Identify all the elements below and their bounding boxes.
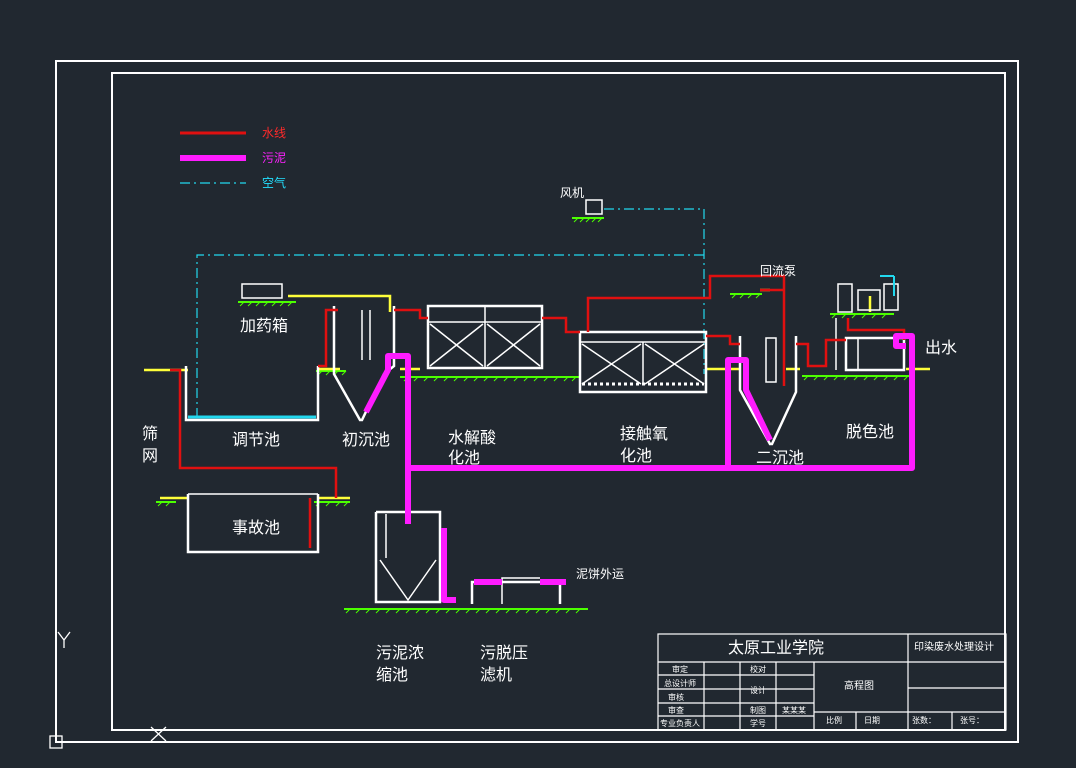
tb-sheet-no: 张号： <box>960 716 984 725</box>
tb-row-approve: 审定 <box>672 665 688 674</box>
equalization-tank-label: 调节池 <box>232 430 281 449</box>
blower-shape <box>585 199 603 215</box>
tb-row-lead: 专业负责人 <box>660 719 700 728</box>
tb-row-student-id: 学号 <box>750 719 766 728</box>
dosing-box-shape <box>241 283 283 299</box>
decolor-dosing-shape <box>837 283 853 313</box>
accident-tank-shape <box>186 494 320 554</box>
thickener-shape <box>374 510 442 604</box>
tb-row-proofread: 校对 <box>750 665 766 674</box>
ucs-icon <box>49 628 167 749</box>
primary-clarifier-label: 初沉池 <box>342 430 391 449</box>
water-pipeline <box>170 274 906 548</box>
school-name: 太原工业学院 <box>728 638 825 657</box>
secondary-clarifier-shape <box>738 336 798 446</box>
sludge-pipeline <box>363 333 915 603</box>
legend-sludge-label: 污泥 <box>262 151 287 165</box>
tb-row-review: 审核 <box>668 693 684 702</box>
sludge-cake-label: 泥饼外运 <box>576 567 625 581</box>
reflux-pump-label: 回流泵 <box>760 264 797 278</box>
tb-row-inspect: 审查 <box>668 706 684 715</box>
dosing-box-label: 加药箱 <box>240 316 289 335</box>
drawing-title: 高程图 <box>844 681 874 692</box>
equalization-tank-shape <box>184 366 320 422</box>
hydrolysis-label-1: 水解酸 <box>448 428 497 447</box>
tb-date: 日期 <box>864 716 880 725</box>
effluent-label: 出水 <box>925 338 958 357</box>
decolor-tank-label: 脱色池 <box>846 422 895 441</box>
blower-label: 风机 <box>560 186 585 200</box>
contact-oxidation-tank-shape <box>578 330 708 394</box>
secondary-clarifier-label: 二沉池 <box>756 448 805 467</box>
tb-row-drafter-name: 某某某 <box>782 706 806 715</box>
inner-frame <box>111 72 1006 731</box>
filter-press-label-2: 滤机 <box>480 665 513 684</box>
hydrolysis-label-2: 化池 <box>448 448 481 467</box>
legend-air-label: 空气 <box>262 176 287 190</box>
tb-row-chief-designer: 总设计师 <box>664 679 696 688</box>
filter-press-shape <box>470 580 562 604</box>
accident-tank-label: 事故池 <box>232 518 281 537</box>
legend-water-label: 水线 <box>262 126 287 140</box>
air-pipeline <box>196 208 705 418</box>
outer-frame <box>55 60 1019 743</box>
tb-scale: 比例 <box>826 716 842 725</box>
tb-sheets: 张数： <box>912 716 936 725</box>
screen-label-2: 网 <box>142 446 159 465</box>
tb-row-design: 设计 <box>750 686 766 695</box>
thickener-label-1: 污泥浓 <box>376 643 425 662</box>
tb-row-drafting: 制图 <box>750 706 766 715</box>
screen-label-1: 筛 <box>142 424 159 443</box>
primary-clarifier-shape <box>332 306 396 422</box>
legend <box>180 131 246 184</box>
contact-oxidation-label-2: 化池 <box>620 446 653 465</box>
contact-oxidation-label-1: 接触氧 <box>620 424 669 443</box>
project-title: 印染废水处理设计 <box>914 642 994 653</box>
tanks <box>184 199 906 604</box>
thickener-label-2: 缩池 <box>376 665 409 684</box>
filter-press-label-1: 污脱压 <box>480 643 529 662</box>
decolor-tank-shape <box>844 336 906 372</box>
